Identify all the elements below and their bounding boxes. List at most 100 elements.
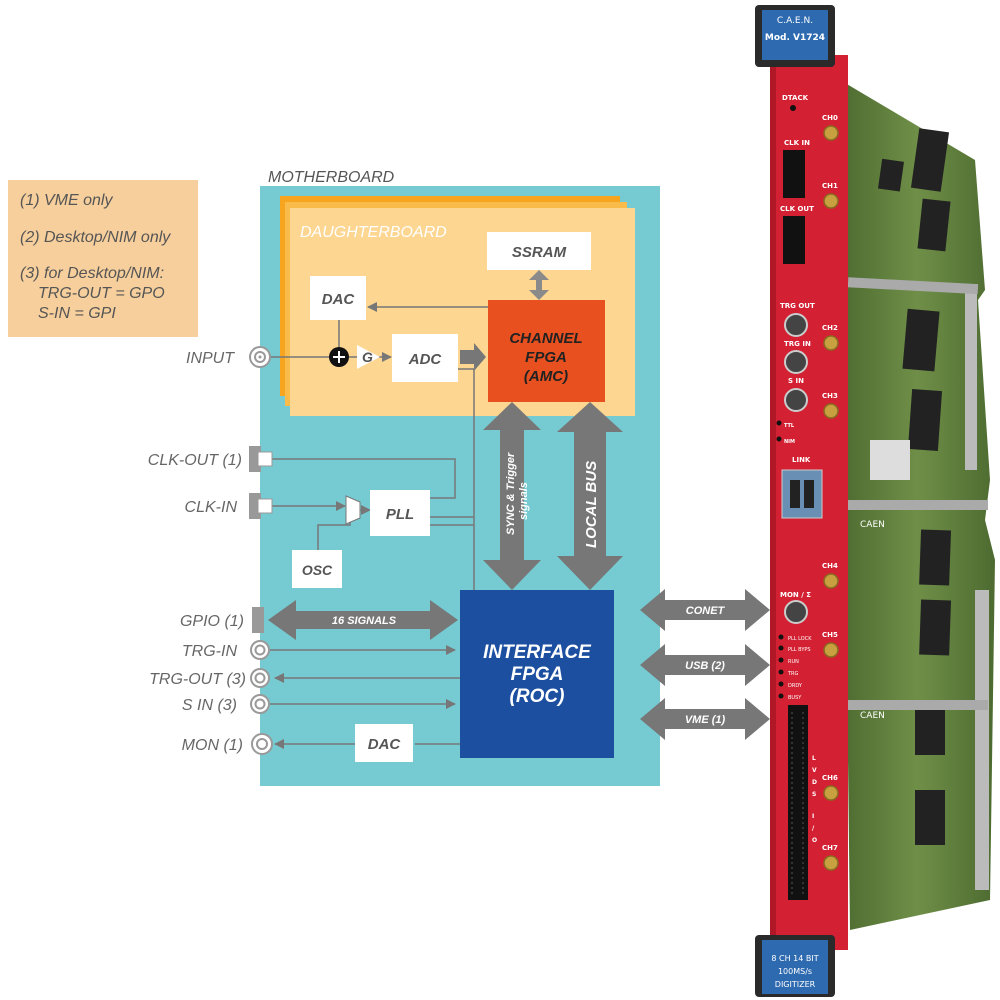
sync-label-2: signals (518, 482, 530, 520)
trg-in-connector-icon (250, 640, 270, 660)
trg-in-label: TRG-IN (182, 643, 238, 660)
clk-in-port (783, 150, 805, 198)
brand-label: C.A.E.N. (777, 16, 813, 26)
bottom-spec-1: 8 CH 14 BIT (771, 954, 818, 963)
pcb-caen-label-2: CAEN (860, 711, 885, 721)
ssram-arrow (529, 270, 549, 300)
ttl-label: TTL (784, 423, 795, 429)
lvds-connector (788, 705, 808, 900)
note-vme-only: (1) VME only (20, 192, 113, 209)
sync-trigger-arrow (483, 402, 541, 590)
svg-text:/: / (812, 825, 815, 832)
mon-label: MON (1) (182, 737, 243, 754)
s-in-connector-icon (250, 694, 270, 714)
s-in-label: S IN (3) (182, 697, 237, 714)
gain-amplifier: G (357, 345, 380, 369)
interface-fpga-block: INTERFACE FPGA (ROC) (460, 590, 614, 758)
s-in-port (784, 388, 808, 412)
note-desktop-nim: (3) for Desktop/NIM: (20, 265, 164, 282)
svg-text:D: D (812, 779, 817, 786)
note-s-in-gpi: S-IN = GPI (38, 305, 116, 322)
ssram-block: SSRAM (487, 232, 591, 270)
svg-text:RUN: RUN (788, 659, 799, 665)
adc-label: ADC (408, 351, 443, 368)
nim-label: NIM (784, 439, 795, 445)
ssram-label: SSRAM (512, 244, 567, 261)
svg-text:L: L (812, 755, 816, 762)
sync-label-1: SYNC & Trigger (505, 452, 517, 535)
panel-trg-out-label: TRG OUT (780, 302, 815, 310)
optical-link-port (781, 469, 823, 519)
usb-label: USB (2) (685, 660, 725, 672)
motherboard-title: MOTHERBOARD (268, 169, 395, 186)
ch0-connector (823, 125, 839, 141)
local-bus-label: LOCAL BUS (583, 461, 600, 548)
ch1-label: CH1 (822, 182, 838, 190)
clk-out-connector-icon (249, 446, 273, 472)
trg-out-port (784, 313, 808, 337)
gpio-connector-icon (252, 607, 264, 633)
conet-arrow: CONET (640, 589, 770, 631)
channel-fpga-label-2: FPGA (525, 349, 567, 366)
trg-in-port (784, 350, 808, 374)
svg-text:PLL BYPS: PLL BYPS (788, 647, 811, 653)
panel-trg-in-label: TRG IN (784, 340, 811, 348)
panel-clk-in-label: CLK IN (784, 139, 810, 147)
dac-top-block: DAC (310, 276, 366, 320)
mon-connector-icon (251, 733, 273, 755)
svg-text:O: O (812, 837, 817, 844)
interface-fpga-label-1: INTERFACE (483, 642, 592, 663)
ch4-label: CH4 (822, 562, 838, 570)
ch6-label: CH6 (822, 774, 838, 782)
trg-out-label: TRG-OUT (3) (149, 671, 246, 688)
gain-label: G (362, 349, 373, 365)
bottom-spec-2: 100MS/s (778, 967, 812, 976)
osc-block: OSC (292, 550, 342, 588)
input-connector-icon (249, 346, 271, 368)
osc-label: OSC (302, 562, 333, 578)
ch0-label: CH0 (822, 114, 838, 122)
note-trg-out-gpo: TRG-OUT = GPO (38, 285, 165, 302)
daughterboard-title: DAUGHTERBOARD (300, 224, 447, 241)
gpio-label: GPIO (1) (180, 613, 244, 630)
svg-text:DRDY: DRDY (788, 683, 803, 689)
dac-bottom-label: DAC (368, 736, 402, 753)
conet-label: CONET (686, 605, 726, 617)
ch1-connector (823, 193, 839, 209)
interface-fpga-label-3: (ROC) (510, 686, 565, 707)
interface-fpga-label-2: FPGA (511, 664, 564, 685)
vme-module-photo: CAEN CAEN C.A.E.N. Mod. V1724 8 CH 14 BI… (755, 5, 995, 997)
dac-bottom-block: DAC (355, 724, 413, 762)
clock-mux (345, 495, 361, 525)
ch5-label: CH5 (822, 631, 838, 639)
vme-label: VME (1) (685, 714, 726, 726)
pcb-caen-label: CAEN (860, 520, 885, 530)
ch5-connector (823, 642, 839, 658)
status-leds: PLL LOCK PLL BYPS RUN TRG DRDY BUSY (778, 634, 812, 701)
ch3-connector (823, 403, 839, 419)
sixteen-signals-label: 16 SIGNALS (332, 615, 397, 627)
svg-text:S: S (812, 791, 816, 798)
adc-to-fpga-arrow (460, 343, 486, 371)
summing-node (329, 347, 349, 367)
link-label: LINK (792, 456, 811, 464)
adc-block: ADC (392, 334, 458, 382)
svg-text:BUSY: BUSY (788, 695, 802, 701)
pll-block: PLL (370, 490, 430, 536)
channel-fpga-label-3: (AMC) (524, 368, 568, 385)
sixteen-signals-arrow: 16 SIGNALS (268, 600, 458, 640)
signal-lines (270, 302, 488, 749)
clk-in-connector-icon (249, 493, 273, 519)
model-label: Mod. V1724 (765, 33, 825, 43)
vme-arrow: VME (1) (640, 698, 770, 740)
input-label: INPUT (186, 350, 235, 367)
ch2-connector (823, 335, 839, 351)
notes-box: (1) VME only (2) Desktop/NIM only (3) fo… (8, 180, 198, 337)
panel-s-in-label: S IN (788, 377, 804, 385)
ch7-label: CH7 (822, 844, 838, 852)
panel-mon-label: MON / Σ (780, 591, 811, 599)
svg-text:TRG: TRG (787, 671, 799, 677)
dtack-label: DTACK (782, 94, 809, 102)
svg-text:I: I (812, 813, 814, 820)
panel-clk-out-label: CLK OUT (780, 205, 814, 213)
